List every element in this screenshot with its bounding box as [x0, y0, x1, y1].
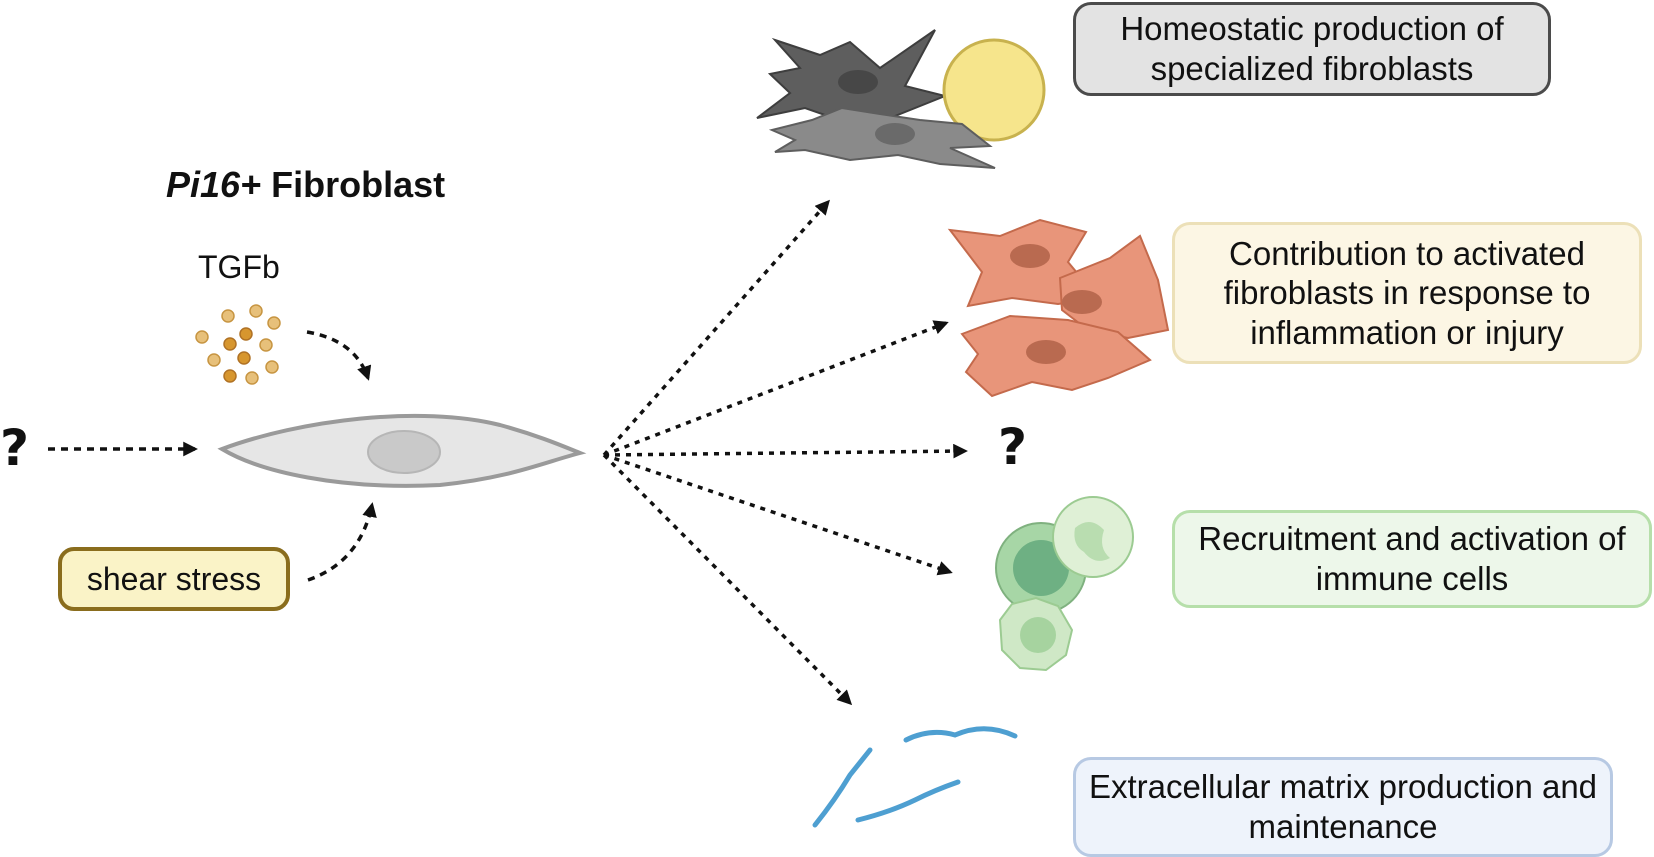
outcome-homeostatic-box: Homeostatic production of specialized fi…	[1073, 2, 1551, 96]
outcome-ecm-text: Extracellular matrix production and main…	[1088, 768, 1598, 845]
arrow-to-immune	[603, 453, 953, 576]
outcome-ecm-box: Extracellular matrix production and main…	[1073, 757, 1613, 857]
immune-cells	[995, 496, 1134, 672]
arrow-to-unknown	[603, 443, 968, 459]
outcome-immune-box: Recruitment and activation of immune cel…	[1172, 510, 1652, 608]
adipocyte-cell	[942, 38, 1046, 142]
shear-stress-label: shear stress	[58, 547, 290, 611]
title-cell-type: Fibroblast	[271, 164, 446, 205]
outcome-activated-box: Contribution to activated fibroblasts in…	[1172, 222, 1642, 364]
arrow-shear-input	[307, 502, 377, 582]
specialized-fibroblast-cells	[756, 29, 1046, 169]
tgfb-label: TGFb	[198, 249, 280, 285]
unknown-input-label: ?	[0, 419, 30, 477]
activated-fibroblast-cells	[947, 218, 1170, 398]
arrow-to-homeostatic	[602, 199, 830, 457]
arrow-tgfb-input	[306, 330, 372, 381]
outcome-immune-text: Recruitment and activation of immune cel…	[1198, 520, 1626, 597]
unknown-outcome-label: ?	[998, 418, 1028, 476]
ecm-fibers	[812, 726, 1018, 828]
title-gene-name: Pi16+	[166, 164, 262, 205]
pi16-fibroblast-cell	[217, 413, 587, 488]
page-title: Pi16+ Fibroblast	[166, 163, 445, 206]
outcome-activated-text: Contribution to activated fibroblasts in…	[1223, 234, 1591, 351]
tgfb-particles	[195, 304, 281, 385]
outcome-homeostatic-text: Homeostatic production of specialized fi…	[1120, 10, 1504, 87]
arrow-to-activated	[603, 320, 949, 457]
arrow-to-ecm	[602, 453, 853, 706]
